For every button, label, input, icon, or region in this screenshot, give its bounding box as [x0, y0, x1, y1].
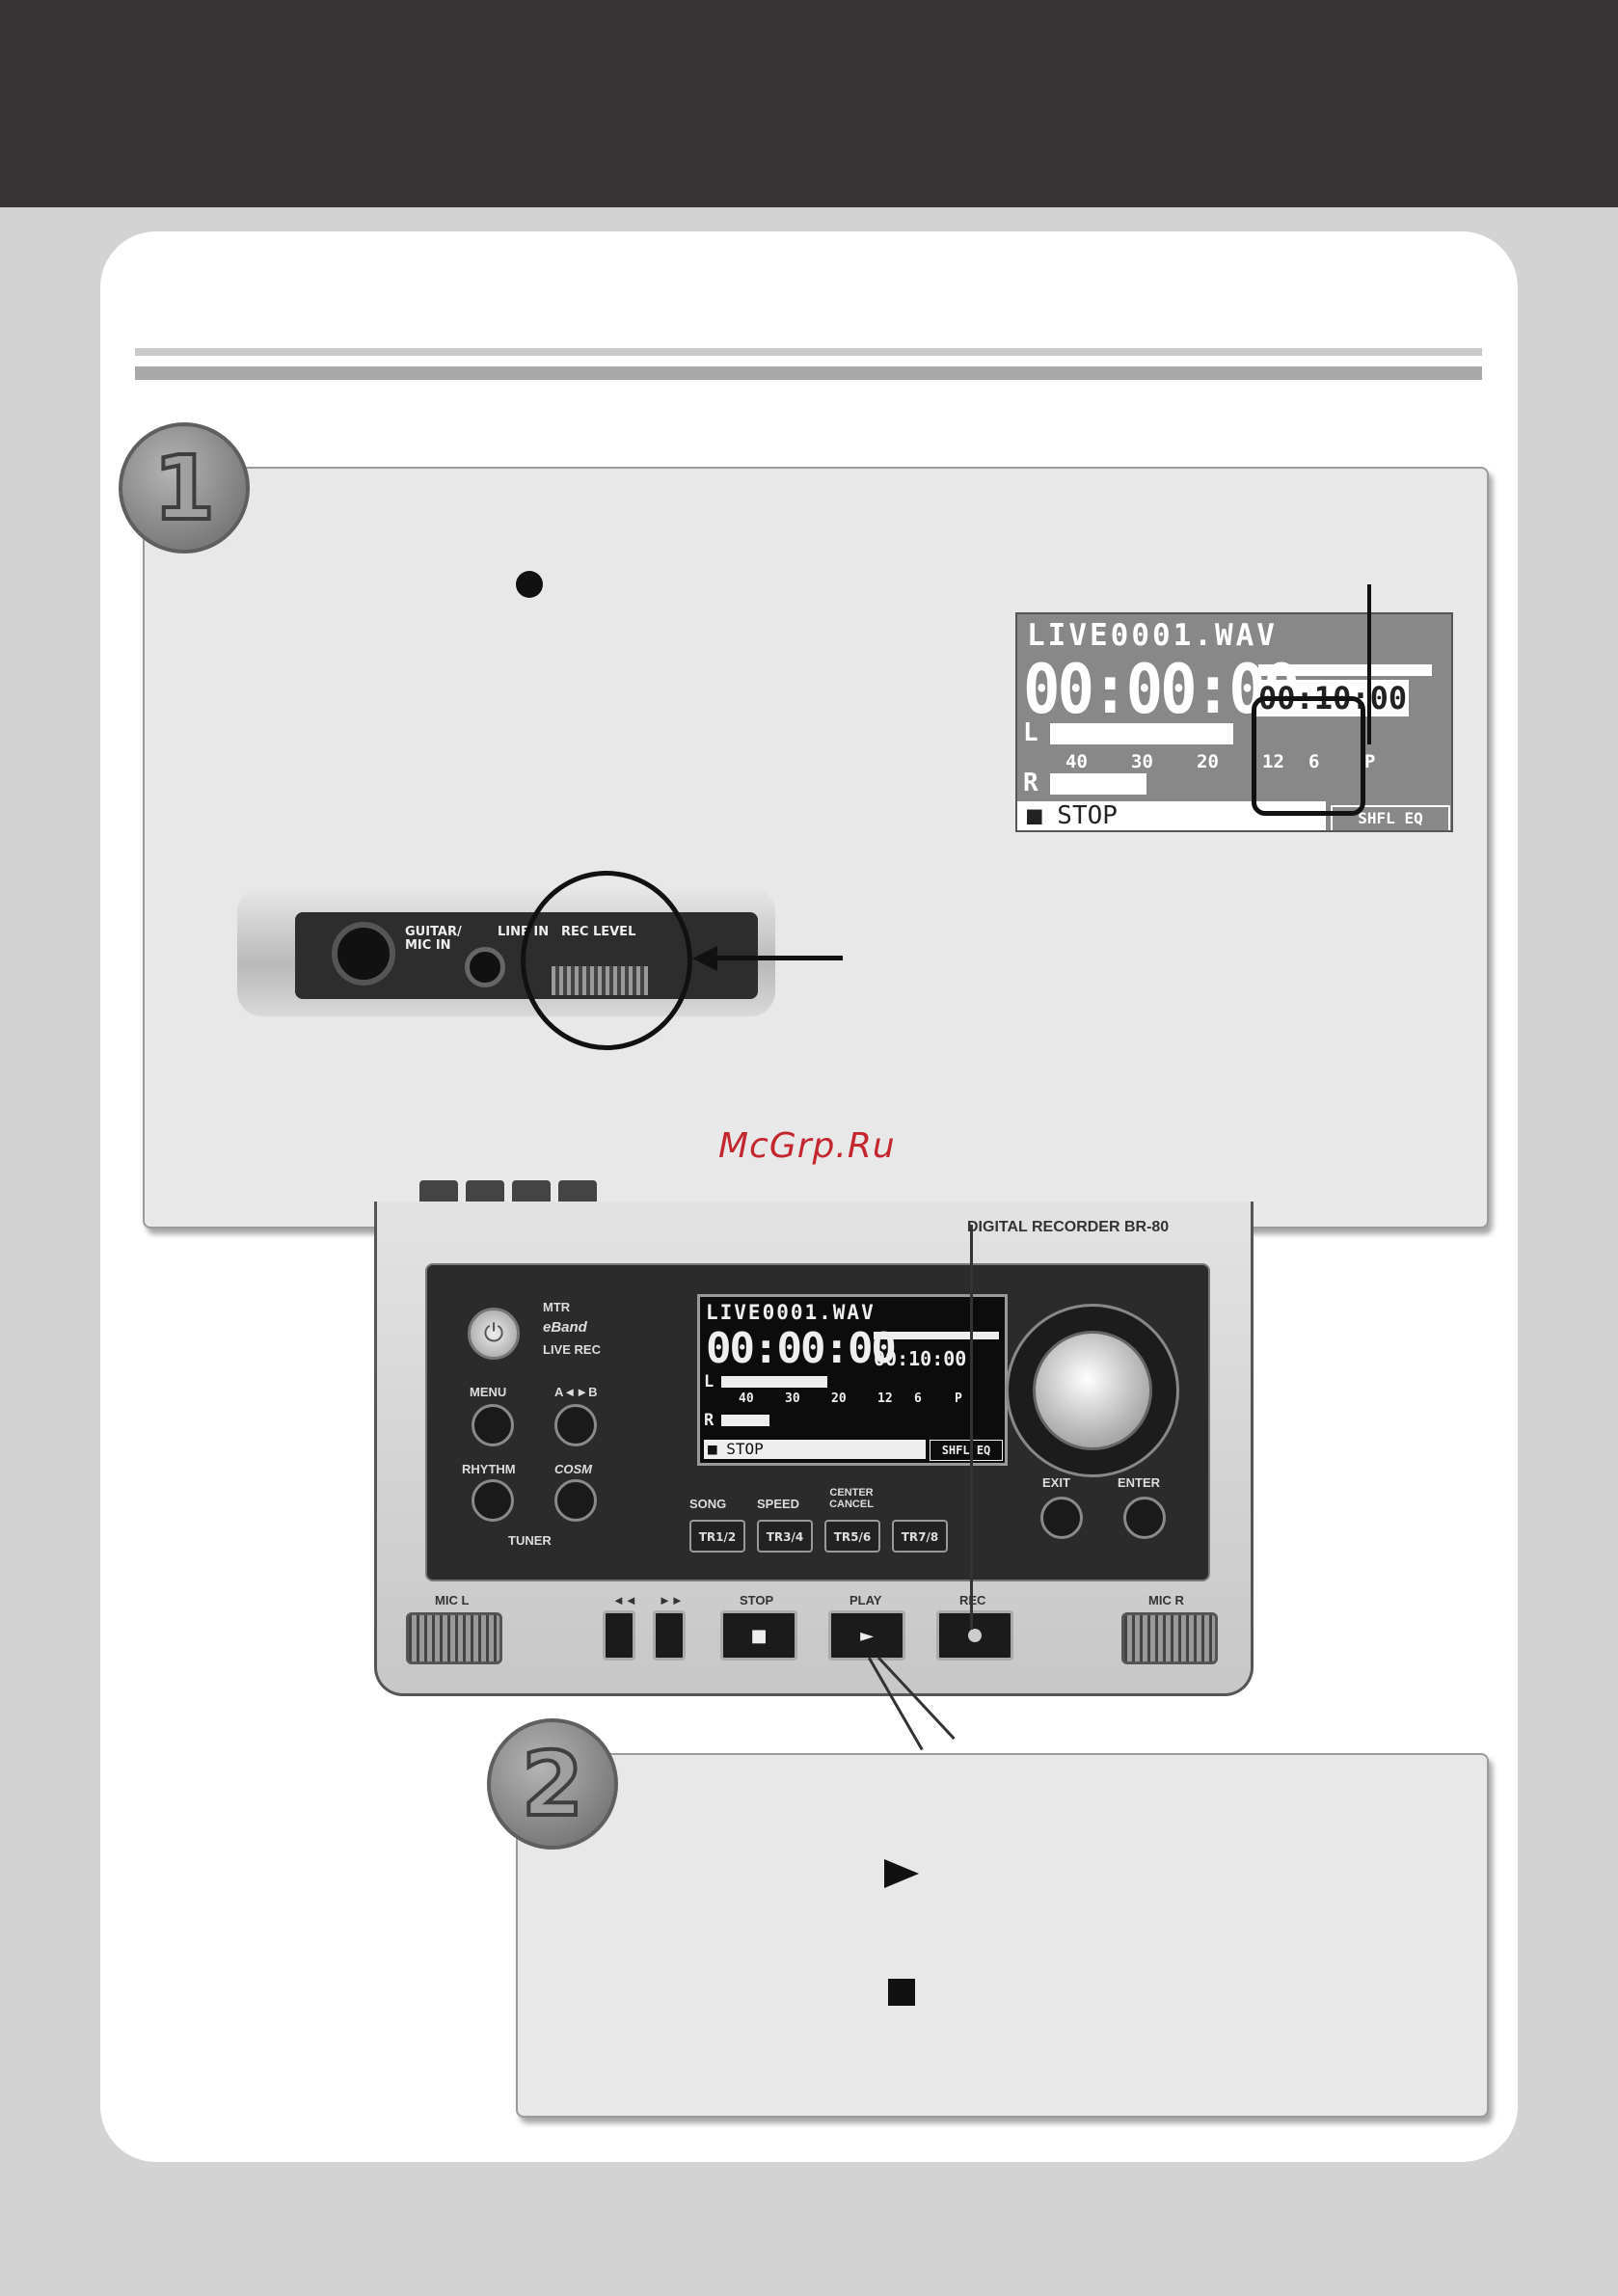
top-key: [512, 1180, 551, 1202]
exit-button[interactable]: [1040, 1497, 1083, 1539]
mode-live-rec: LIVE REC: [543, 1342, 601, 1357]
screen-scale-40: 40: [739, 1391, 754, 1406]
meter-highlight: [1252, 696, 1365, 816]
enter-label: ENTER: [1118, 1475, 1161, 1490]
screen-right-meter: [721, 1415, 769, 1426]
power-button[interactable]: ⏻: [468, 1308, 520, 1360]
screen-position-bar: [874, 1332, 999, 1339]
model-label: DIGITAL RECORDER BR-80: [967, 1219, 1170, 1235]
screen-left-meter: [721, 1376, 827, 1388]
tr34-button[interactable]: TR3/4: [757, 1520, 813, 1553]
play-icon: [884, 1859, 919, 1888]
section-rule: [135, 348, 1482, 356]
screen-filename: LIVE0001.WAV: [706, 1301, 876, 1324]
rew-label: ◄◄: [612, 1593, 637, 1607]
mode-mtr: MTR: [543, 1300, 571, 1314]
pointer-arrow-head: [692, 946, 717, 971]
mic-l-grill: [406, 1612, 502, 1664]
lcd-scale-peak: P: [1364, 751, 1376, 772]
mic-l-label: MIC L: [435, 1593, 470, 1607]
rec-button[interactable]: [936, 1610, 1013, 1661]
guitar-jack-label: GUITAR/ MIC IN: [405, 925, 462, 953]
step2-badge: 2: [487, 1718, 618, 1850]
play-label: PLAY: [849, 1593, 882, 1607]
recorder-front: DIGITAL RECORDER BR-80 ⏻ MTR eBand LIVE …: [374, 1180, 1254, 1696]
lcd-right-label: R: [1023, 769, 1038, 797]
stop-icon: [888, 1979, 915, 2006]
screen-mode: SHFL EQ: [930, 1440, 1003, 1461]
lcd-scale-12: 12: [1262, 751, 1284, 772]
lcd-status: ■ STOP: [1017, 801, 1326, 830]
fast-forward-button[interactable]: [653, 1610, 686, 1661]
device-screen: LIVE0001.WAV 00:00:00 00:10:00 L 40 30 2…: [697, 1294, 1008, 1466]
mic-r-grill: [1121, 1612, 1218, 1664]
line-jack: [465, 947, 505, 987]
pointer-arrow-line: [712, 956, 843, 960]
top-key: [558, 1180, 597, 1202]
play-button[interactable]: ►: [828, 1610, 905, 1661]
guitar-jack: [332, 922, 395, 986]
screen-time: 00:00:00: [706, 1324, 897, 1373]
rewind-button[interactable]: [603, 1610, 635, 1661]
tr78-button[interactable]: TR7/8: [892, 1520, 948, 1553]
screen-remain: 00:10:00: [874, 1347, 967, 1370]
step1-badge: 1: [119, 422, 250, 554]
lcd-left-label: L: [1023, 718, 1038, 747]
lcd-screen: LIVE0001.WAV 00:00:00 00:10:00 L 40 30 2…: [1015, 612, 1453, 832]
lcd-filename: LIVE0001.WAV: [1027, 618, 1278, 653]
screen-right-label: R: [704, 1411, 715, 1430]
screen-scale-30: 30: [785, 1391, 800, 1406]
tr56-button[interactable]: TR5/6: [824, 1520, 880, 1553]
value-dial[interactable]: [1033, 1331, 1152, 1450]
rhythm-button[interactable]: [472, 1479, 514, 1522]
callout-line: [1367, 584, 1371, 744]
center-cancel-label: CENTER CANCEL: [829, 1487, 874, 1510]
menu-button[interactable]: [472, 1404, 514, 1446]
screen-scale-12: 12: [877, 1391, 893, 1406]
lcd-scale-20: 20: [1197, 751, 1219, 772]
lcd-position-bar: [1258, 664, 1432, 676]
menu-label: MENU: [470, 1385, 507, 1399]
tuner-label: TUNER: [508, 1533, 552, 1548]
rec-dot-icon: [516, 571, 543, 598]
screen-status: ■ STOP: [704, 1440, 926, 1459]
screen-left-label: L: [704, 1372, 715, 1391]
lcd-scale-40: 40: [1065, 751, 1088, 772]
lcd-scale-30: 30: [1131, 751, 1153, 772]
ab-label: A◄►B: [554, 1385, 598, 1399]
stop-label: STOP: [740, 1593, 774, 1607]
zoom-circle: [521, 871, 692, 1050]
mic-r-label: MIC R: [1148, 1593, 1184, 1607]
top-key: [466, 1180, 504, 1202]
song-label: SONG: [689, 1497, 727, 1511]
stop-button[interactable]: ■: [720, 1610, 797, 1661]
front-panel: ⏻ MTR eBand LIVE REC MENU A◄►B RHYTHM CO…: [425, 1263, 1210, 1581]
step1-panel: [143, 467, 1489, 1229]
lcd-scale-6: 6: [1308, 751, 1320, 772]
screen-scale-peak: P: [955, 1391, 962, 1406]
speed-label: SPEED: [757, 1497, 800, 1511]
ab-repeat-button[interactable]: [554, 1404, 597, 1446]
rec-indicator-icon: [968, 1629, 982, 1642]
cosm-button[interactable]: [554, 1479, 597, 1522]
rhythm-label: RHYTHM: [462, 1462, 516, 1476]
section-rule-thick: [135, 366, 1482, 380]
cosm-label: COSM: [554, 1462, 592, 1476]
screen-scale-6: 6: [914, 1391, 922, 1406]
tr12-button[interactable]: TR1/2: [689, 1520, 745, 1553]
ff-label: ►►: [659, 1593, 684, 1607]
lcd-mode: SHFL EQ: [1331, 805, 1450, 830]
enter-button[interactable]: [1123, 1497, 1166, 1539]
screen-scale-20: 20: [831, 1391, 847, 1406]
mode-eband: eBand: [543, 1319, 587, 1336]
header-bar: [0, 0, 1618, 207]
watermark: McGrp.Ru: [718, 1126, 896, 1166]
lcd-right-meter: [1050, 773, 1146, 795]
leader-line-rec: [970, 1225, 973, 1630]
top-key: [419, 1180, 458, 1202]
lcd-left-meter: [1050, 723, 1233, 744]
exit-label: EXIT: [1042, 1475, 1070, 1490]
step2-panel: [516, 1753, 1489, 2118]
